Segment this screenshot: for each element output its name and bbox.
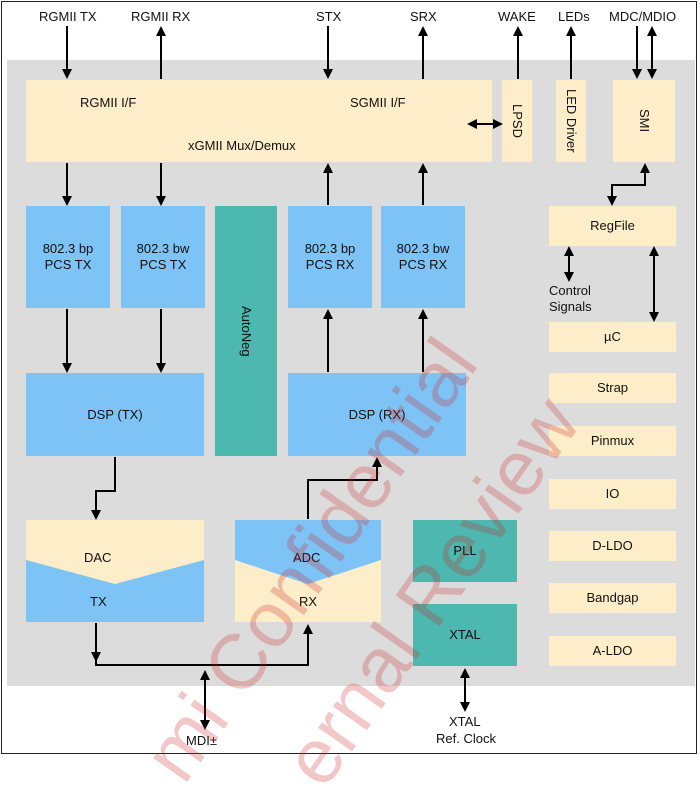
autoneg-label: AutoNeg (239, 305, 254, 357)
led-driver-label: LED Driver (564, 89, 579, 153)
pll-label: PLL (453, 543, 477, 558)
autoneg-block: AutoNeg (215, 206, 277, 456)
pcs-rx-bp-line1: 802.3 bp (304, 241, 356, 256)
dac-label: DAC (84, 550, 112, 565)
adc-rx-block: ADC RX (235, 520, 381, 622)
pcs-rx-bw-block: 802.3 bw PCS RX (381, 206, 465, 308)
pcs-tx-bw-block: 802.3 bw PCS TX (121, 206, 205, 308)
wire-dac-mdi (95, 623, 205, 666)
xtal-pin-line1: XTAL (449, 714, 481, 729)
uc-label: µC (604, 329, 621, 344)
dsp-tx-block: DSP (TX) (26, 373, 204, 456)
wire-smi-regfile-down (607, 172, 646, 206)
lpsd-block: LPSD (502, 80, 532, 162)
pcs-rx-bw-line2: PCS RX (398, 257, 448, 272)
pcs-rx-bp-block: 802.3 bp PCS RX (288, 206, 372, 308)
a-ldo-block: A-LDO (549, 636, 676, 666)
xgmii-mux-block (26, 80, 492, 162)
bandgap-label: Bandgap (586, 590, 639, 605)
srx-pin-label: SRX (410, 9, 437, 24)
strap-block: Strap (549, 373, 676, 403)
pinmux-block: Pinmux (549, 426, 676, 456)
wire-mdi-adc (205, 624, 313, 666)
dsp-rx-label: DSP (RX) (348, 406, 406, 422)
a-ldo-label: A-LDO (592, 643, 633, 658)
rx-label: RX (299, 594, 318, 609)
d-ldo-block: D-LDO (549, 531, 676, 561)
control-signals-line1: Control (549, 283, 591, 298)
xtal-pin-line2: Ref. Clock (436, 731, 496, 746)
xtal-block: XTAL (413, 604, 517, 666)
rgmii-rx-pin-label: RGMII RX (131, 9, 191, 24)
dac-tx-shape (26, 520, 204, 622)
leds-pin-label: LEDs (558, 9, 590, 24)
pcs-tx-bw-line2: PCS TX (139, 257, 187, 272)
pinmux-label: Pinmux (590, 433, 635, 448)
pcs-rx-bp-line2: PCS RX (305, 257, 355, 272)
regfile-label: RegFile (590, 218, 635, 233)
wire-dsp-tx-dac (91, 457, 116, 520)
strap-label: Strap (596, 380, 629, 395)
mdi-pin-label: MDI± (186, 733, 217, 748)
smi-label: SMI (637, 109, 652, 133)
io-block: IO (549, 479, 676, 509)
rgmii-tx-pin-label: RGMII TX (39, 9, 97, 24)
xtal-label: XTAL (449, 627, 481, 642)
pll-block: PLL (413, 520, 517, 582)
lpsd-label: LPSD (510, 104, 525, 138)
pcs-tx-bp-line2: PCS TX (44, 257, 92, 272)
d-ldo-label: D-LDO (592, 538, 633, 553)
adc-rx-shape (235, 520, 381, 622)
io-label: IO (605, 486, 620, 501)
adc-label: ADC (293, 550, 321, 565)
pcs-tx-bp-block: 802.3 bp PCS TX (26, 206, 110, 308)
smi-block: SMI (613, 80, 675, 162)
pcs-tx-bw-line1: 802.3 bw (136, 241, 190, 256)
signal-wires (62, 26, 659, 730)
uc-block: µC (549, 322, 676, 352)
sgmii-if-label: SGMII I/F (350, 95, 406, 110)
pcs-rx-bw-line1: 802.3 bw (396, 241, 450, 256)
bandgap-block: Bandgap (549, 583, 676, 613)
stx-pin-label: STX (316, 9, 342, 24)
rgmii-if-label: RGMII I/F (80, 95, 137, 110)
dac-tx-block: DAC TX (26, 520, 204, 622)
led-driver-block: LED Driver (556, 80, 586, 162)
dsp-tx-label: DSP (TX) (87, 406, 143, 422)
wire-adc-dsp-rx (307, 457, 382, 519)
regfile-block: RegFile (549, 206, 676, 246)
control-signals-line2: Signals (549, 299, 592, 314)
pcs-tx-bp-line1: 802.3 bp (42, 241, 94, 256)
wake-pin-label: WAKE (498, 9, 536, 24)
mdc-mdio-pin-label: MDC/MDIO (609, 9, 677, 24)
xgmii-mux-label: xGMII Mux/Demux (188, 138, 296, 153)
dsp-rx-block: DSP (RX) (288, 373, 466, 456)
tx-label: TX (90, 594, 107, 609)
